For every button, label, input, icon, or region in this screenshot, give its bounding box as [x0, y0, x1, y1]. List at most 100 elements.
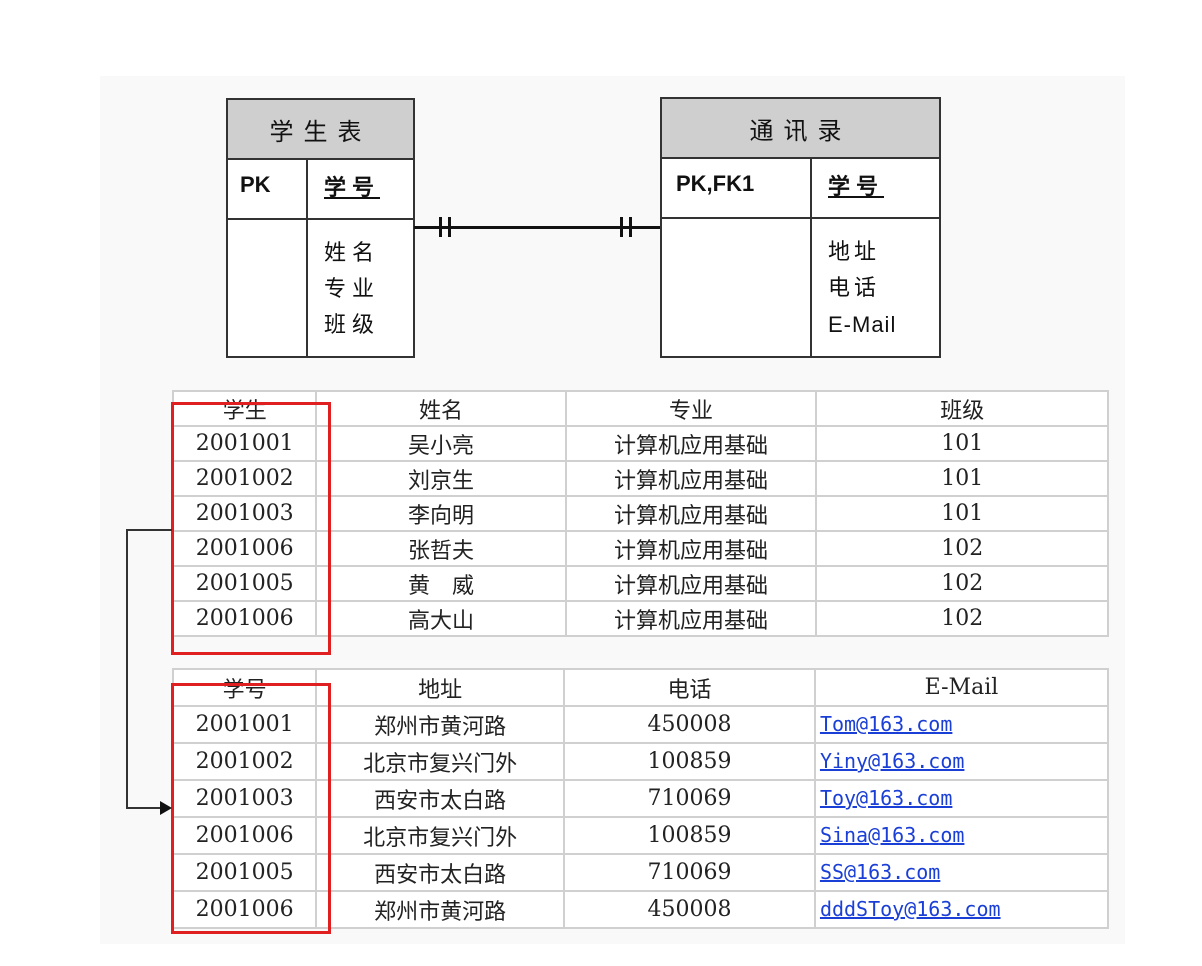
email-link[interactable]: Toy@163.com [819, 786, 953, 810]
entity-title: 学生表 [228, 100, 413, 160]
column-header: 电话 [563, 668, 816, 707]
email-link[interactable]: Sina@163.com [819, 823, 965, 847]
email-link[interactable]: SS@163.com [819, 860, 941, 884]
table-cell: 北京市复兴门外 [315, 816, 566, 855]
link-arrow-line [127, 529, 172, 531]
link-arrow-line [126, 807, 162, 809]
table-cell: 102 [815, 530, 1109, 567]
attribute-list: 姓名 专业 班级 [324, 236, 380, 344]
highlight-box-student-id [171, 402, 331, 655]
email-link[interactable]: dddSToy@163.com [819, 897, 1001, 921]
one-tick-mark [439, 217, 442, 237]
table-cell: 郑州市黄河路 [315, 890, 566, 929]
relationship-line [414, 226, 660, 229]
email-cell: Toy@163.com [813, 779, 1110, 818]
table-cell: 2001002 [171, 742, 318, 781]
table-cell: 黄 威 [315, 565, 567, 602]
pk-label: PK,FK1 [676, 171, 755, 196]
table-cell: 2001006 [171, 530, 318, 567]
table-cell: 刘京生 [315, 460, 567, 497]
table-cell: 2001002 [171, 460, 318, 497]
table-cell: 2001006 [171, 600, 318, 637]
table-cell: 710069 [563, 779, 816, 818]
email-cell: Tom@163.com [813, 705, 1110, 744]
column-header: 班级 [815, 390, 1109, 427]
entity-contacts: 通讯录 PK,FK1 学号 地址 电话 E-Mail [660, 97, 941, 358]
table-cell: 2001003 [171, 495, 318, 532]
key-field: 学号 [324, 176, 381, 201]
link-arrow-line [126, 529, 128, 809]
highlight-box-contact-id [171, 683, 331, 934]
table-cell: 710069 [563, 853, 816, 892]
column-divider [306, 160, 308, 356]
one-tick-mark [629, 217, 632, 237]
one-tick-mark [620, 217, 623, 237]
attribute: E-Mail [828, 312, 897, 337]
one-tick-mark [448, 217, 451, 237]
table-cell: 2001005 [171, 853, 318, 892]
attribute: 姓名 [324, 241, 381, 266]
table-cell: 张哲夫 [315, 530, 567, 567]
table-cell: 计算机应用基础 [564, 495, 818, 532]
pk-row [662, 159, 939, 219]
column-divider [810, 159, 812, 356]
table-cell: 2001003 [171, 779, 318, 818]
table-cell: 450008 [563, 890, 816, 929]
table-cell: 101 [815, 495, 1109, 532]
table-cell: 2001001 [171, 425, 318, 462]
column-header: 姓名 [315, 390, 567, 427]
email-link[interactable]: Tom@163.com [819, 712, 953, 736]
column-header: 地址 [315, 668, 566, 707]
attribute: 电话 [828, 276, 881, 301]
table-cell: 计算机应用基础 [564, 425, 818, 462]
table-cell: 102 [815, 600, 1109, 637]
table-cell: 吴小亮 [315, 425, 567, 462]
table-cell: 2001006 [171, 816, 318, 855]
table-cell: 计算机应用基础 [564, 530, 818, 567]
table-cell: 101 [815, 460, 1109, 497]
table-cell: 郑州市黄河路 [315, 705, 566, 744]
table-cell: 高大山 [315, 600, 567, 637]
pk-row [228, 160, 413, 220]
entity-title: 通讯录 [662, 99, 939, 159]
email-cell: Sina@163.com [813, 816, 1110, 855]
attribute-list: 地址 电话 E-Mail [828, 235, 896, 343]
key-field: 学号 [828, 175, 885, 200]
table-cell: 计算机应用基础 [564, 460, 818, 497]
table-cell: 2001005 [171, 565, 318, 602]
table-cell: 西安市太白路 [315, 779, 566, 818]
table-cell: 102 [815, 565, 1109, 602]
table-cell: 北京市复兴门外 [315, 742, 566, 781]
table-cell: 100859 [563, 816, 816, 855]
table-cell: 101 [815, 425, 1109, 462]
email-link[interactable]: Yiny@163.com [819, 749, 965, 773]
table-cell: 李向明 [315, 495, 567, 532]
table-cell: 100859 [563, 742, 816, 781]
table-cell: 450008 [563, 705, 816, 744]
attribute: 专业 [324, 277, 381, 302]
table-cell: 2001006 [171, 890, 318, 929]
email-cell: SS@163.com [813, 853, 1110, 892]
entity-student: 学生表 PK 学号 姓名 专业 班级 [226, 98, 415, 358]
arrowhead-icon [160, 801, 172, 815]
table-cell: 西安市太白路 [315, 853, 566, 892]
email-cell: dddSToy@163.com [813, 890, 1110, 929]
attribute: 地址 [828, 240, 881, 265]
email-cell: Yiny@163.com [813, 742, 1110, 781]
pk-label: PK [240, 172, 271, 197]
column-header: 专业 [564, 390, 818, 427]
column-header: 学号 [171, 668, 318, 707]
